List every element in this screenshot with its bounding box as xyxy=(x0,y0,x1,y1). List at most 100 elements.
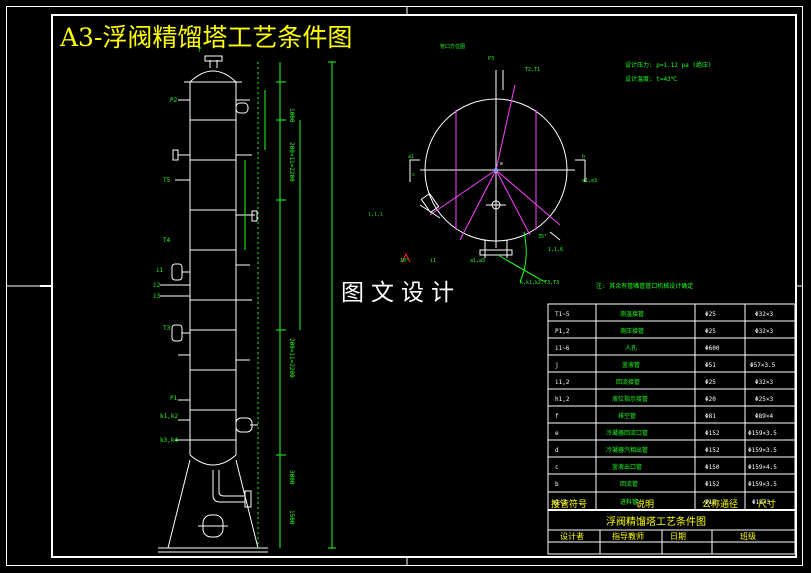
design-pressure: 设计压力: p=1.12 pa (绝压) xyxy=(625,61,712,69)
row-1-spec: Φ25 xyxy=(705,311,716,318)
row-7-code: f xyxy=(555,413,559,420)
row-12-spec: Φ18 xyxy=(705,499,716,506)
tower-label-k1k2: k1,k2 xyxy=(160,413,178,420)
row-12-size: Φ18×3 xyxy=(752,499,770,506)
header-name: 说明 xyxy=(636,498,654,510)
row-5-code: i1,2 xyxy=(555,379,570,386)
tower-label-i3: i3 xyxy=(153,293,161,300)
row-9-name: 冷凝器汽相出管 xyxy=(606,446,648,454)
nozzle-note: 注: 其余有管嘴管管口机械设计确定 xyxy=(596,282,693,290)
nozzle-orientation-view xyxy=(401,70,586,283)
row-10-code: c xyxy=(555,464,559,471)
row-2-name: 测压接管 xyxy=(620,327,644,335)
row-11-size: Φ159×3.5 xyxy=(748,481,777,488)
nozzle-table-text: T1~5 测温接管 Φ25 Φ32×3 P1,2 测压接管 Φ25 Φ32×3 … xyxy=(552,310,777,506)
orient-label-c: c xyxy=(412,172,415,178)
row-6-code: h1,2 xyxy=(555,396,570,403)
tower-label-i2: i2 xyxy=(153,282,161,289)
row-1-name: 测温接管 xyxy=(620,310,644,318)
row-6-size: Φ25×3 xyxy=(755,396,773,403)
row-8-spec: Φ152 xyxy=(705,430,720,437)
orient-label-p3: P3 xyxy=(488,56,494,62)
tower-label-p2: P2 xyxy=(170,97,178,104)
row-4-size: Φ57×3.5 xyxy=(750,362,776,369)
row-8-size: Φ159×3.5 xyxy=(748,430,777,437)
row-4-code: j xyxy=(555,362,559,369)
row-7-name: 排空管 xyxy=(618,412,636,420)
row-6-spec: Φ20 xyxy=(705,396,716,403)
tower-label-t5: T5 xyxy=(163,177,171,184)
orient-label-b: b xyxy=(582,154,585,160)
design-temperature: 设计温度: t=43℃ xyxy=(625,75,678,83)
header-code: 接管符号 xyxy=(551,498,587,510)
row-5-size: Φ32×3 xyxy=(755,379,773,386)
drawing-title: A3-浮阀精馏塔工艺条件图 xyxy=(60,23,353,52)
tower-dim-1: 200×11=2200 xyxy=(288,142,295,182)
orient-label-t2t1: T2,T1 xyxy=(525,67,540,73)
row-9-code: d xyxy=(555,447,559,454)
row-9-size: Φ159×3.5 xyxy=(748,447,777,454)
orient-label-18: 18° xyxy=(400,258,409,264)
row-5-name: 回流接管 xyxy=(616,378,640,386)
tower-label-i1: i1 xyxy=(156,267,164,274)
row-7-size: Φ89×4 xyxy=(755,413,773,420)
title-block-title: 浮阀精馏塔工艺条件图 xyxy=(606,515,706,528)
tower-dimensions xyxy=(244,61,336,549)
orient-label-i1: i1 xyxy=(430,258,436,264)
orientation-view-title: 管口方位图 xyxy=(440,43,465,50)
row-10-size: Φ159×4.5 xyxy=(748,464,777,471)
date-label: 日期 xyxy=(670,532,686,541)
tower-dim-bottom: 3000 xyxy=(288,470,295,485)
tower-dim-skirt: 1500 xyxy=(288,510,295,525)
row-12-name: 进料管 xyxy=(620,498,638,506)
tower-label-k3k4: k3,k4 xyxy=(160,437,178,444)
row-3-spec: Φ600 xyxy=(705,345,720,352)
tower-dim-2: 200×11=2200 xyxy=(288,338,295,378)
orient-label-a1a3: a1,a3 xyxy=(470,258,485,264)
orient-label-a1: a1 xyxy=(408,154,414,160)
row-10-spec: Φ150 xyxy=(705,464,720,471)
row-9-spec: Φ152 xyxy=(705,447,720,454)
orient-label-lll: l,l,l xyxy=(368,212,383,218)
nozzle-table-header: 接管符号 说明 公称通径 尺寸 xyxy=(551,498,776,510)
row-4-spec: Φ51 xyxy=(705,362,716,369)
row-7-spec: Φ81 xyxy=(705,413,716,420)
orient-label-f: a1,a3 xyxy=(582,178,597,184)
row-2-size: Φ32×3 xyxy=(755,328,773,335)
title-block: 浮阀精馏塔工艺条件图 设计者 指导教师 日期 班级 xyxy=(560,515,756,541)
drawing-inner-frame xyxy=(51,14,797,558)
designer-label: 设计者 xyxy=(560,531,584,541)
header-spec: 公称通径 xyxy=(702,498,738,510)
row-3-code: i1~6 xyxy=(555,345,570,352)
nozzle-table xyxy=(547,303,796,555)
row-8-name: 冷凝器回流口管 xyxy=(606,429,648,437)
row-1-size: Φ32×3 xyxy=(755,311,773,318)
header-size: 尺寸 xyxy=(758,498,776,510)
watermark: 图文设计 xyxy=(341,280,461,306)
row-8-code: e xyxy=(555,430,559,437)
class-label: 班级 xyxy=(740,531,756,541)
row-12-code: a1~3 xyxy=(552,499,567,506)
row-11-spec: Φ152 xyxy=(705,481,720,488)
orient-label-e: e xyxy=(500,161,503,167)
row-10-name: 釜液出口管 xyxy=(612,463,642,471)
tower-label-f: f xyxy=(198,47,202,54)
row-2-spec: Φ25 xyxy=(705,328,716,335)
advisor-label: 指导教师 xyxy=(612,531,644,541)
tower-label-t3: T3 xyxy=(163,325,171,332)
row-11-code: b xyxy=(555,481,559,488)
row-2-code: P1,2 xyxy=(555,328,570,335)
row-3-name: 人孔 xyxy=(625,344,637,352)
orient-label-k: k,k1,k2,T3,T3 xyxy=(520,280,559,286)
row-6-name: 液位指示接管 xyxy=(612,395,648,403)
row-4-name: 釜液管 xyxy=(622,361,640,369)
distillation-tower xyxy=(158,55,268,553)
tower-label-t4: T4 xyxy=(163,237,171,244)
tower-dim-top: 1000 xyxy=(288,108,295,123)
row-5-spec: Φ25 xyxy=(705,379,716,386)
tower-label-p1: P1 xyxy=(170,395,178,402)
orient-label-35: 35° xyxy=(538,234,547,240)
orient-label-116: 1,1,6 xyxy=(548,247,563,253)
row-1-code: T1~5 xyxy=(555,311,570,318)
